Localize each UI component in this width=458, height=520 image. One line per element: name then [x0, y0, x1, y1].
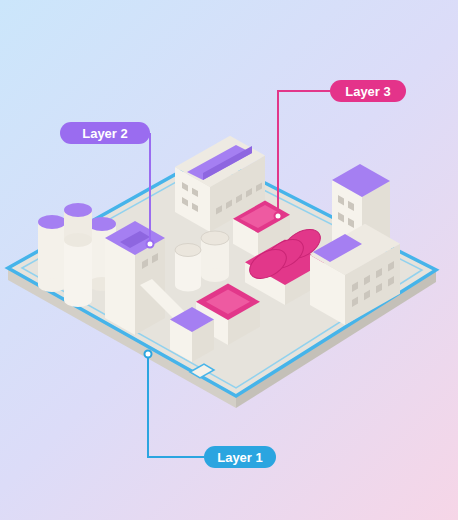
callout-pill: Layer 3 — [330, 80, 406, 102]
leader-dot — [147, 241, 154, 248]
right-front-building-shape — [364, 290, 370, 300]
silos-left-shape — [38, 278, 66, 292]
right-front-building-shape — [352, 282, 358, 292]
silos-middle — [175, 231, 229, 292]
long-building-shape — [226, 200, 232, 209]
long-building-shape — [182, 182, 188, 191]
right-tall-building-shape — [338, 212, 344, 222]
layer2-tower-shape — [120, 231, 150, 248]
callout-pill: Layer 1 — [204, 446, 276, 468]
small-box-building-shape — [170, 307, 214, 332]
callout-label: Layer 2 — [82, 127, 128, 140]
silos-left-shape — [38, 222, 66, 285]
long-building-shape — [175, 136, 265, 187]
pink-roof-building-shape — [233, 201, 290, 233]
right-front-building-shape — [313, 234, 362, 262]
silos-middle-shape — [175, 244, 201, 257]
callout-label: Layer 3 — [345, 85, 391, 98]
right-front-building-shape — [388, 261, 394, 271]
silos-left-shape — [64, 233, 92, 247]
right-front-building-shape — [310, 224, 400, 275]
pink-front-building-shape — [206, 290, 250, 315]
silos-middle-shape — [201, 268, 229, 282]
pink-roof-building-shape — [240, 205, 282, 228]
long-building-shape — [246, 188, 252, 197]
right-front-building-shape — [376, 283, 382, 293]
right-tall-building-shape — [332, 164, 390, 197]
platform — [8, 155, 436, 408]
leader-dot — [275, 213, 282, 220]
silos-left-shape — [64, 293, 92, 307]
long-building-shape — [216, 205, 222, 214]
leader-line — [148, 354, 204, 457]
long-building-shape — [236, 194, 242, 203]
small-box-building — [170, 307, 214, 362]
right-front-building-shape — [352, 297, 358, 307]
right-tall-building-shape — [338, 195, 344, 205]
right-tall-building-shape — [348, 218, 354, 228]
silos-left-shape — [88, 217, 116, 231]
right-front-building — [310, 224, 400, 325]
leader-dot — [145, 351, 152, 358]
long-building-shape — [203, 146, 252, 180]
long-building-shape — [256, 182, 262, 191]
silos-middle-shape — [175, 279, 201, 292]
silos-middle-shape — [201, 231, 229, 245]
right-tall-building-shape — [348, 201, 354, 211]
leader-line — [149, 133, 151, 244]
leader-line — [278, 91, 330, 216]
layer2-tower-shape — [105, 221, 165, 255]
layer2-tower — [105, 221, 165, 335]
silos-left-shape — [64, 203, 92, 217]
pink-front-building-shape — [196, 284, 260, 320]
long-building-shape — [192, 203, 198, 212]
silos-left-shape — [64, 240, 92, 300]
right-front-building-shape — [376, 268, 382, 278]
callout-pill: Layer 2 — [60, 122, 150, 144]
leader-lines — [145, 91, 331, 457]
callout-label: Layer 1 — [217, 451, 263, 464]
platform-shape — [8, 155, 436, 396]
right-front-building-shape — [388, 276, 394, 286]
layer2-tower-shape — [142, 259, 148, 269]
silos-left — [38, 203, 116, 307]
long-building-shape — [182, 197, 188, 206]
right-front-building-shape — [364, 275, 370, 285]
arch-hall-shape — [245, 244, 292, 285]
long-building-shape — [192, 188, 198, 197]
platform-shape — [190, 364, 214, 378]
long-building-shape — [187, 145, 252, 180]
layer2-tower-shape — [105, 238, 135, 335]
platform-shape — [8, 155, 436, 396]
silos-left-shape — [38, 215, 66, 229]
layer2-tower-shape — [152, 253, 158, 263]
